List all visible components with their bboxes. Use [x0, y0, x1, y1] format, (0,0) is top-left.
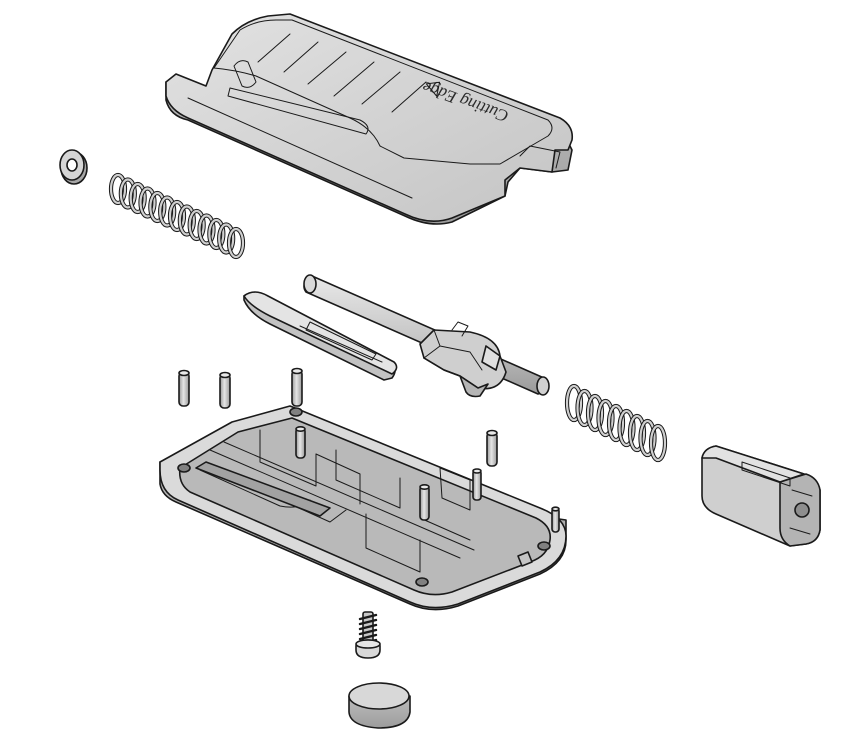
screw [355, 611, 381, 659]
screw-thread [358, 628, 378, 636]
blade [243, 291, 398, 381]
large-spring-coil [168, 200, 186, 232]
large-spring [108, 172, 246, 260]
pin-3 [291, 367, 303, 407]
small-spring-coil [576, 389, 593, 427]
large-spring-coil [227, 227, 245, 259]
small-spring [564, 383, 668, 463]
slider-carriage [419, 321, 507, 398]
base-housing [159, 405, 567, 611]
small-spring-coil [607, 404, 625, 442]
large-spring-coil [159, 196, 176, 227]
large-spring-coil [109, 173, 127, 205]
large-spring-coil [208, 218, 225, 250]
screw-thread [358, 618, 378, 626]
large-spring-coil [139, 187, 156, 218]
small-spring-coil [597, 399, 614, 437]
seated-pin-4 [551, 506, 560, 533]
large-spring-coil [218, 223, 235, 254]
foot-pad [348, 682, 411, 729]
small-spring-coil [586, 394, 604, 432]
large-spring-coil [149, 191, 166, 223]
seated-pin-1 [295, 425, 306, 459]
pin-4 [486, 429, 498, 467]
large-spring-coil [119, 178, 136, 209]
pin-1 [178, 369, 190, 407]
large-spring-coil [178, 205, 195, 236]
large-spring-coil [188, 209, 205, 241]
pin-2 [219, 371, 231, 409]
small-spring-coil [618, 409, 635, 447]
small-spring-coil [565, 384, 583, 422]
small-spring-coil [649, 424, 667, 462]
seated-pin-3 [419, 483, 430, 521]
washer [59, 149, 88, 185]
top-cover [165, 13, 574, 225]
large-spring-coil [129, 182, 146, 214]
small-spring-coil [628, 414, 646, 452]
screw-thread [358, 633, 378, 641]
seated-pin-2 [472, 468, 482, 501]
screw-thread [358, 613, 378, 621]
screw-thread [358, 623, 378, 631]
large-spring-coil [198, 214, 215, 245]
end-cap [701, 445, 821, 547]
small-spring-coil [639, 419, 656, 457]
